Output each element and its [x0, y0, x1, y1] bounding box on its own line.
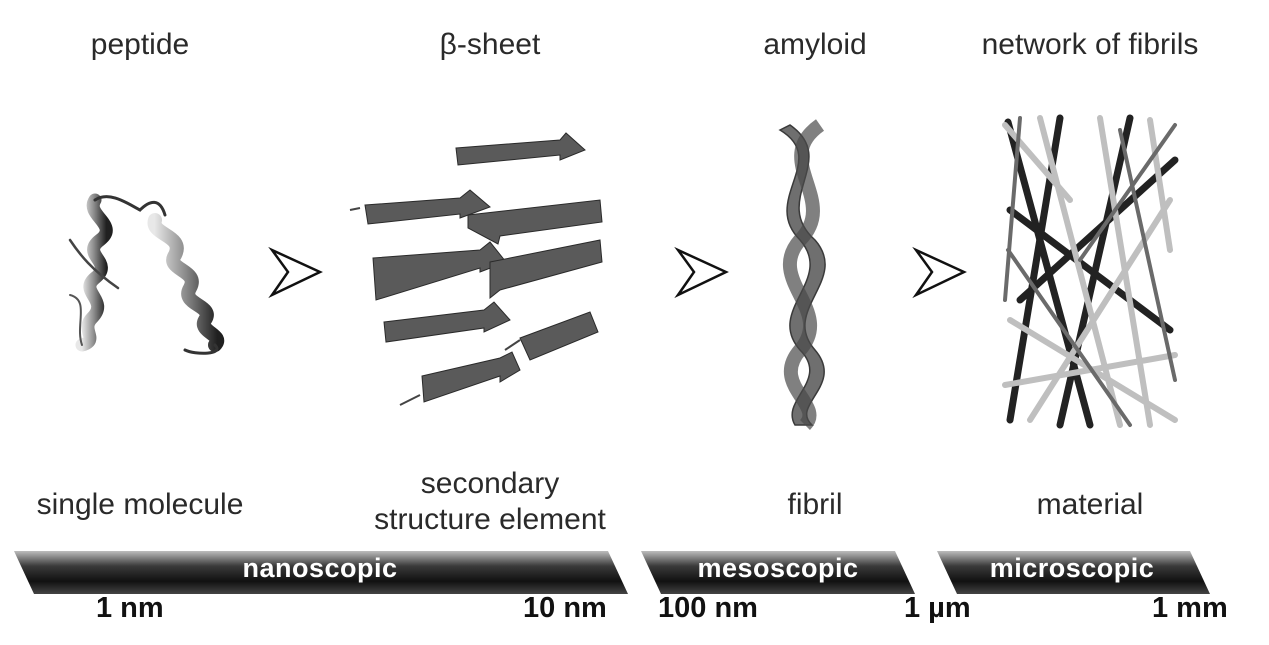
caption-line-2: structure element — [374, 503, 606, 536]
stage-title-amyloid: amyloid — [763, 28, 867, 61]
amyloid-fibril-image — [778, 119, 826, 430]
caption-secondary-structure: secondary structure element — [374, 466, 606, 538]
tick-1mm: 1 mm — [1152, 592, 1228, 624]
scale-bar-mesoscopic — [641, 551, 915, 594]
bar-label-microscopic: microscopic — [989, 553, 1155, 583]
peptide-structure-image — [68, 193, 225, 355]
fibril-network-image — [1002, 114, 1179, 429]
arrow-icon-1 — [268, 246, 323, 299]
tick-1nm: 1 nm — [96, 592, 164, 624]
tick-100nm: 100 nm — [658, 592, 758, 624]
caption-single-molecule: single molecule — [36, 488, 244, 521]
arrow-icon-3 — [912, 246, 967, 299]
beta-sheet-image — [349, 132, 603, 406]
scale-bars — [14, 551, 1210, 594]
bar-label-mesoscopic: mesoscopic — [697, 553, 859, 583]
scale-bar-nanoscopic — [14, 551, 628, 594]
stage-title-peptide: peptide — [90, 28, 190, 61]
tick-10nm: 10 nm — [523, 592, 607, 624]
stage-title-beta-sheet: β-sheet — [439, 28, 541, 61]
arrow-icon-2 — [674, 246, 729, 299]
stage-title-network: network of fibrils — [981, 28, 1199, 61]
caption-line-1: secondary — [420, 467, 560, 500]
scale-bar-microscopic — [937, 551, 1210, 594]
tick-1um: 1 µm — [904, 592, 971, 624]
caption-material: material — [1036, 488, 1144, 521]
bar-label-nanoscopic: nanoscopic — [242, 553, 398, 583]
caption-fibril: fibril — [787, 488, 843, 521]
